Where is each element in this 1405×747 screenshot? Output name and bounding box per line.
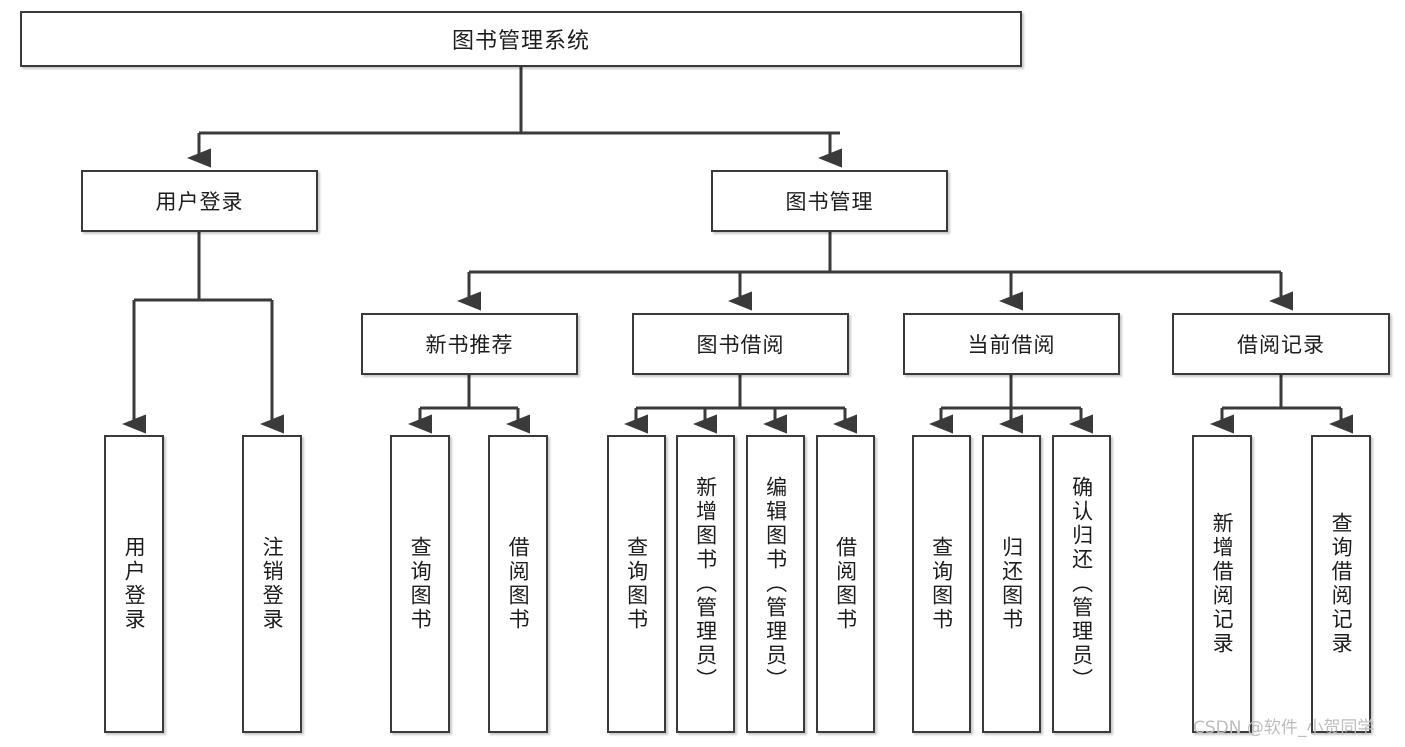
node-user-login[interactable]: 用户登录 (81, 170, 318, 232)
node-label: 查询图书 (624, 536, 649, 632)
node-label: 图书借阅 (696, 333, 785, 357)
node-borrowing-records[interactable]: 借阅记录 (1172, 313, 1390, 375)
node-label: 查询图书 (929, 536, 954, 632)
node-label: 借阅图书 (833, 536, 858, 632)
node-label: 当前借阅 (967, 333, 1056, 357)
leaf-book-borrow-borrow[interactable]: 借阅图书 (816, 435, 875, 733)
node-label: 用户登录 (122, 536, 147, 632)
leaf-current-borrow-confirm-return[interactable]: 确认归还（管理员） (1052, 435, 1111, 733)
node-label: 查询图书 (408, 536, 433, 632)
leaf-book-borrow-add[interactable]: 新增图书（管理员） (676, 435, 735, 733)
leaf-user-login-login[interactable]: 用户登录 (104, 435, 164, 733)
csdn-watermark: CSDN @软件_小贺同学 (1193, 718, 1375, 738)
leaf-current-borrow-query[interactable]: 查询图书 (912, 435, 971, 733)
leaf-user-login-logout[interactable]: 注销登录 (242, 435, 302, 733)
leaf-book-borrow-query[interactable]: 查询图书 (607, 435, 666, 733)
node-label: 新书推荐 (425, 333, 514, 357)
node-label: 图书管理系统 (451, 29, 590, 54)
node-label: 查询借阅记录 (1329, 512, 1354, 656)
node-label: 新增图书（管理员） (693, 476, 718, 692)
node-new-book-recommendation[interactable]: 新书推荐 (361, 313, 578, 375)
node-root-book-management-system[interactable]: 图书管理系统 (20, 11, 1022, 67)
node-label: 用户登录 (155, 190, 244, 214)
node-label: 借阅记录 (1237, 333, 1325, 357)
node-current-borrowing[interactable]: 当前借阅 (903, 313, 1120, 375)
node-label: 新增借阅记录 (1210, 512, 1235, 656)
leaf-new-book-query[interactable]: 查询图书 (390, 435, 450, 733)
node-label: 借阅图书 (506, 536, 531, 632)
leaf-record-add[interactable]: 新增借阅记录 (1192, 435, 1252, 733)
node-label: 确认归还（管理员） (1069, 476, 1094, 692)
node-book-management[interactable]: 图书管理 (711, 170, 948, 232)
leaf-new-book-borrow[interactable]: 借阅图书 (488, 435, 548, 733)
leaf-current-borrow-return[interactable]: 归还图书 (982, 435, 1041, 733)
node-label: 注销登录 (260, 536, 285, 632)
leaf-record-query[interactable]: 查询借阅记录 (1311, 435, 1371, 733)
node-label: 编辑图书（管理员） (763, 476, 788, 692)
leaf-book-borrow-edit[interactable]: 编辑图书（管理员） (746, 435, 805, 733)
node-label: 归还图书 (999, 536, 1024, 632)
node-book-borrowing[interactable]: 图书借阅 (632, 313, 849, 375)
node-label: 图书管理 (785, 190, 874, 214)
